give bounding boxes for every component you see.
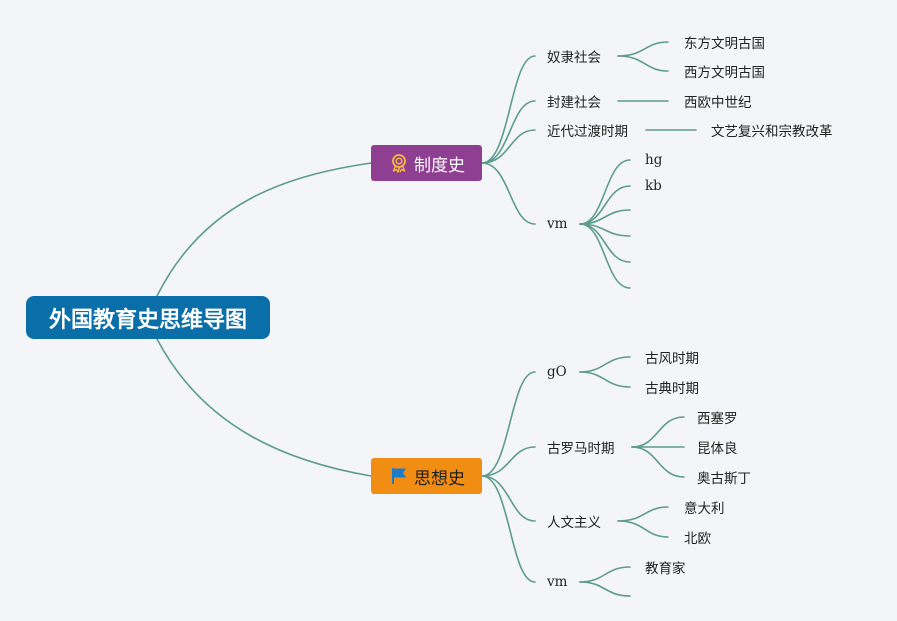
edge-l2-l3 xyxy=(617,55,669,72)
node-vm[interactable]: vm xyxy=(547,216,568,232)
edge-l2-l3 xyxy=(631,446,685,478)
node-nuli-shehui[interactable]: 奴隶社会 xyxy=(547,50,601,66)
node-empty[interactable] xyxy=(630,236,642,237)
edge-root-sixiangshi xyxy=(156,338,372,477)
branch-label: 思想史 xyxy=(414,468,465,489)
node-leaf[interactable]: 古典时期 xyxy=(645,381,699,397)
edge-sixiangshi-l2 xyxy=(481,475,536,522)
node-empty[interactable] xyxy=(630,288,642,289)
node-leaf[interactable]: 教育家 xyxy=(645,561,686,577)
edge-l2-l3 xyxy=(617,520,669,538)
edge-l2-l3 xyxy=(579,566,631,583)
edge-zhidushi-l2 xyxy=(481,162,536,225)
node-leaf[interactable]: kb xyxy=(645,178,662,194)
edge-zhidushi-l2 xyxy=(481,55,536,164)
edge-l2-l3 xyxy=(579,356,631,373)
branch-sixiangshi[interactable]: 思想史 xyxy=(371,458,482,494)
edge-sixiangshi-l2 xyxy=(481,371,536,477)
node-leaf[interactable]: 意大利 xyxy=(684,501,725,517)
node-leaf[interactable]: 古风时期 xyxy=(645,351,699,367)
root-title: 外国教育史思维导图 xyxy=(48,307,247,333)
node-leaf[interactable]: 西方文明古国 xyxy=(684,65,765,81)
node-leaf[interactable]: 东方文明古国 xyxy=(684,36,765,52)
branch-label: 制度史 xyxy=(414,155,465,176)
node-leaf[interactable]: 西塞罗 xyxy=(697,411,738,427)
edge-zhidushi-l2 xyxy=(481,100,536,164)
node-empty[interactable] xyxy=(630,210,642,211)
node-leaf[interactable]: 奥古斯丁 xyxy=(697,471,751,487)
edge-l2-l3 xyxy=(579,223,631,289)
flag-icon xyxy=(388,465,410,487)
branch-zhidushi[interactable]: 制度史 xyxy=(371,145,482,181)
edge-l2-l3 xyxy=(579,581,631,597)
node-guluoma-shiqi[interactable]: 古罗马时期 xyxy=(547,441,615,457)
node-leaf[interactable]: 文艺复兴和宗教改革 xyxy=(711,124,833,140)
node-renwen-zhuyi[interactable]: 人文主义 xyxy=(547,515,601,531)
edge-sixiangshi-l2 xyxy=(481,446,536,477)
edge-l2-l3 xyxy=(631,416,685,448)
edge-l2-l3 xyxy=(579,371,631,388)
node-leaf[interactable]: 昆体良 xyxy=(697,441,738,457)
edge-zhidushi-l2 xyxy=(481,129,536,164)
node-jindai-guodu-shiqi[interactable]: 近代过渡时期 xyxy=(547,124,628,140)
root-node[interactable]: 外国教育史思维导图 xyxy=(26,296,270,339)
edge-l2-l3 xyxy=(617,506,669,522)
award-ribbon-icon xyxy=(388,152,410,174)
node-leaf[interactable]: hg xyxy=(645,152,663,168)
edge-sixiangshi-l2 xyxy=(481,475,536,583)
node-fengjian-shehui[interactable]: 封建社会 xyxy=(547,95,601,111)
node-leaf[interactable]: 西欧中世纪 xyxy=(684,95,752,111)
edge-l2-l3 xyxy=(579,159,631,225)
edge-root-zhidushi xyxy=(156,162,372,297)
node-empty[interactable] xyxy=(630,596,642,597)
node-empty[interactable] xyxy=(630,262,642,263)
node-vm[interactable]: vm xyxy=(547,574,568,590)
node-leaf[interactable]: 北欧 xyxy=(684,531,711,547)
node-go[interactable]: gO xyxy=(547,364,567,380)
edge-l2-l3 xyxy=(617,41,669,57)
